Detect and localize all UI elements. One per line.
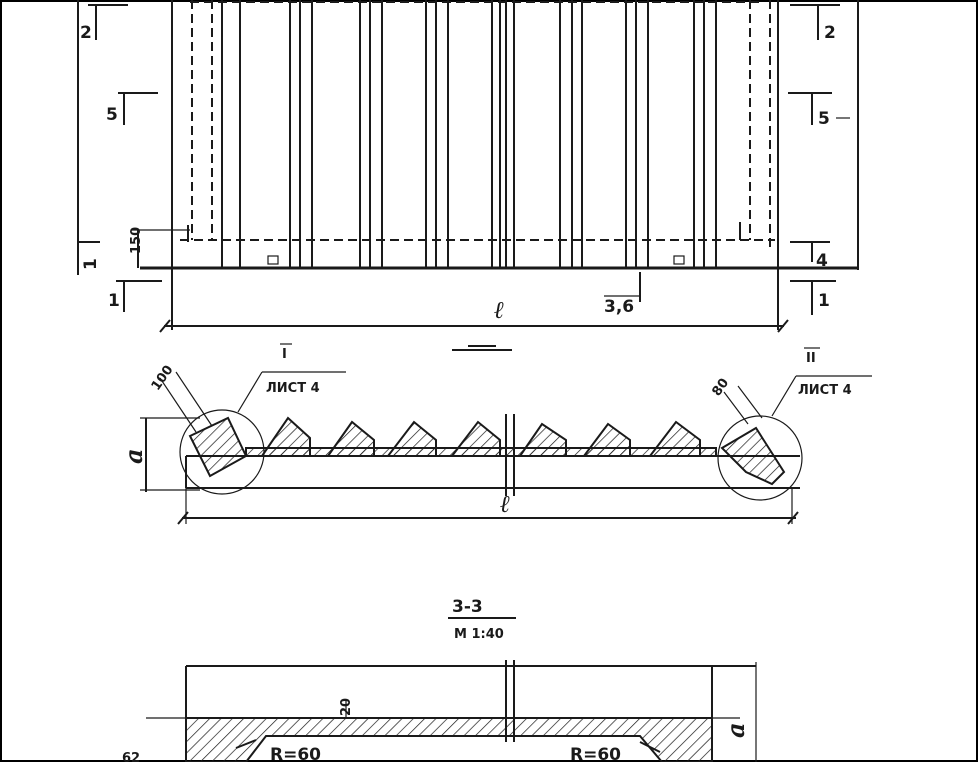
elevation-height-label: а	[119, 448, 148, 464]
callout-left-sheet: ЛИСТ 4	[266, 381, 320, 396]
section-right-radius: R=60	[570, 745, 621, 762]
dim-150: 150	[129, 227, 144, 254]
mark-right-2: 2	[824, 23, 836, 43]
section-3-3: 3-3 М 1:40 20 R=60 R=60 62 а	[122, 597, 757, 762]
section-scale: М 1:40	[454, 627, 504, 642]
plan-span-label: ℓ	[494, 295, 504, 324]
right-section-markers: 2 5 4 1	[788, 4, 850, 315]
mark-right-5: 5	[818, 109, 830, 129]
section-title: 3-3	[452, 597, 483, 617]
section-right-side-label: а	[721, 722, 750, 738]
callout-right-dim: 80	[710, 376, 733, 399]
steps-profile	[245, 414, 717, 496]
dim-3-6: 3,6	[604, 297, 634, 317]
mark-left-2: 2	[80, 23, 92, 43]
mark-left-1a: 1	[81, 258, 101, 270]
tread-lines	[221, 0, 717, 268]
section-left-radius: R=60	[270, 745, 321, 762]
plan-view: 2 5 1 150 1 2 5 4	[77, 0, 859, 351]
callout-right-numeral: II	[806, 351, 816, 366]
callout-left-numeral: I	[282, 347, 287, 362]
mark-right-1: 1	[818, 291, 830, 311]
section-dim-top: 20	[339, 698, 354, 716]
section-left-side-label: 62	[122, 751, 140, 762]
mark-left-1b: 1	[108, 291, 120, 311]
left-section-markers: 2 5 1 150 1	[78, 4, 190, 312]
callout-left-dim: 100	[149, 363, 177, 394]
mark-right-4: 4	[816, 251, 828, 271]
elevation-view: I ЛИСТ 4 100 II ЛИСТ 4 80 а ℓ	[119, 343, 872, 525]
elevation-span-label: ℓ	[500, 489, 510, 518]
callout-right-sheet: ЛИСТ 4	[798, 383, 852, 398]
mark-left-5: 5	[106, 105, 118, 125]
